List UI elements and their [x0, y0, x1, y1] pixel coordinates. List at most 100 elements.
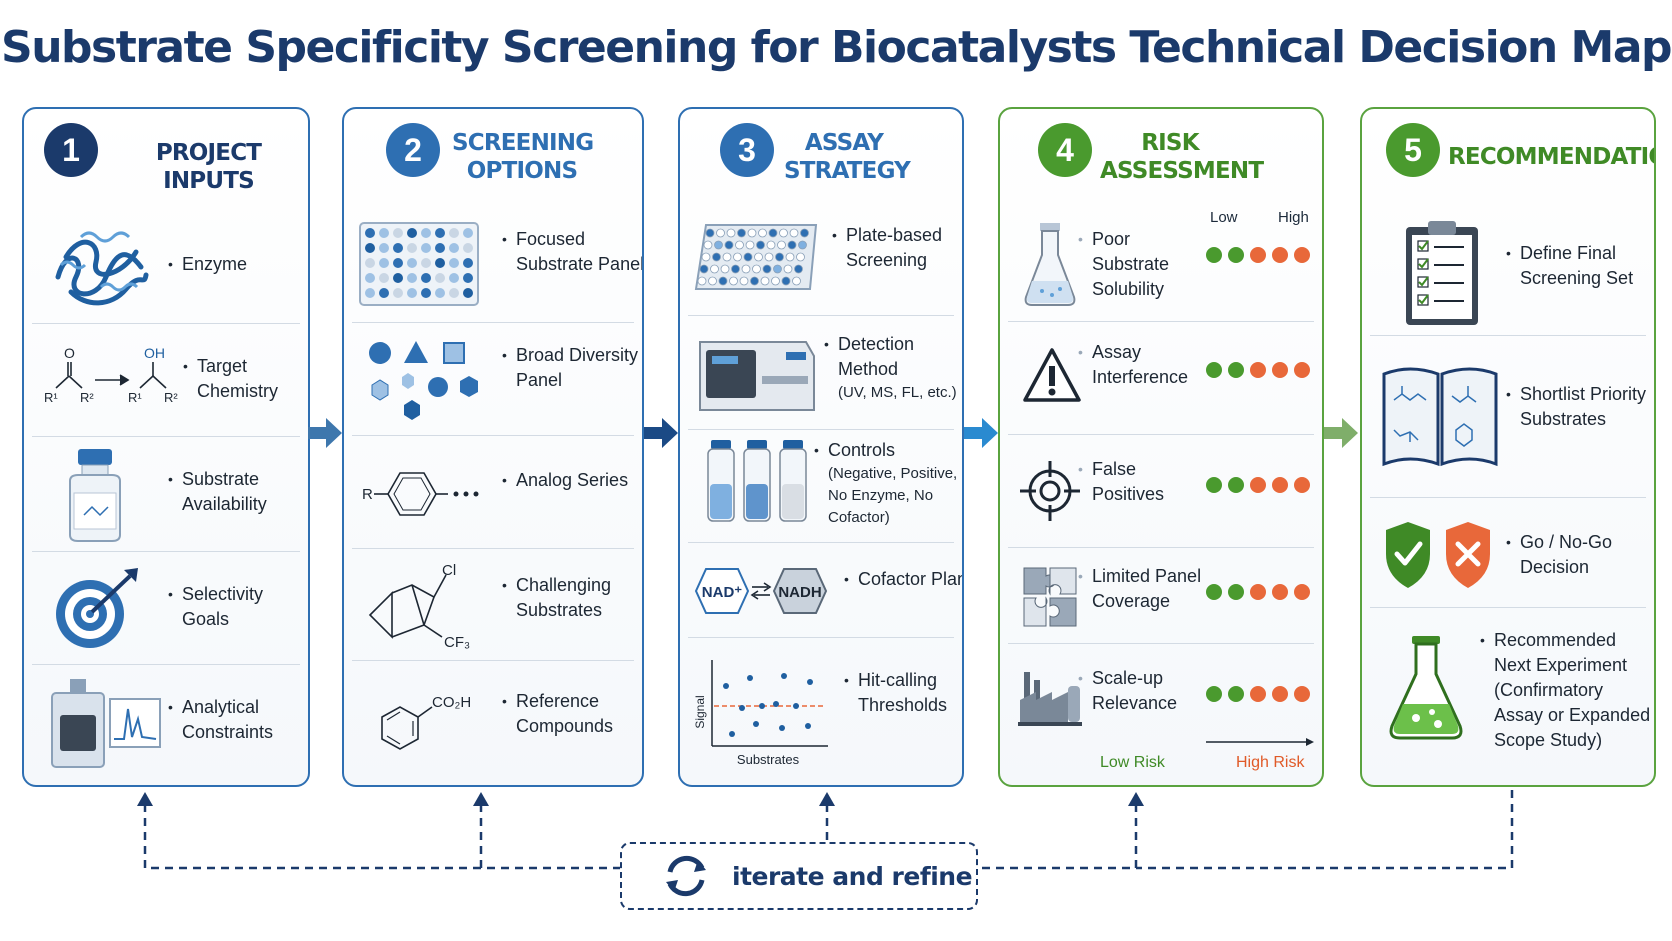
list-item: •Selectivity Goals [32, 552, 300, 665]
clipboard-icon [1406, 221, 1478, 325]
cf3-label: CF₃ [444, 634, 470, 650]
risk-dot [1250, 584, 1266, 600]
r1-label: R¹ [128, 390, 142, 405]
plate-well [789, 228, 799, 238]
item-label: •Define Final Screening Set [1506, 243, 1634, 288]
reaction-icon: O OH R¹ R² R¹ R² [44, 345, 178, 405]
arrow-right-icon [308, 418, 342, 448]
plate-well [701, 252, 711, 262]
plate-well [421, 228, 431, 238]
plate-well [703, 240, 713, 250]
plate-well [743, 252, 753, 262]
risk-dots [1206, 247, 1310, 263]
plate-well [435, 228, 445, 238]
plate-well [741, 264, 751, 274]
cofactor-icon: NAD⁺ NADH [694, 568, 828, 614]
arrow-right-icon [964, 418, 998, 448]
plate-well [449, 288, 459, 298]
panel-risk-assessment: 4 RISK ASSESSMENT Low High •Poor Substra… [998, 107, 1324, 787]
plate-well [766, 240, 776, 250]
plate-well [365, 288, 375, 298]
enzyme-icon [55, 231, 149, 306]
plate-well [773, 264, 782, 274]
plate-well [756, 240, 765, 250]
panel-title: ASSAY STRATEGY [784, 130, 911, 184]
item-sublabel: (UV, MS, FL, etc.) [838, 384, 957, 401]
item-label: •Broad Diversity Panel [502, 345, 639, 390]
plate-well [379, 228, 389, 238]
list-item: •Broad Diversity Panel [352, 323, 638, 436]
panel-assay-strategy: 3 ASSAY STRATEGY •Plate-based Screening … [678, 107, 964, 787]
step-badge: 4 [1038, 123, 1092, 177]
plate-well [787, 240, 797, 250]
plate-well [421, 288, 431, 298]
plate-well [407, 258, 417, 268]
plate-well [777, 240, 786, 250]
list-item: •Analytical Constraints [32, 665, 300, 785]
plate-well [393, 258, 403, 268]
plate-well [798, 240, 807, 250]
scatter-point [807, 679, 813, 685]
risk-dot [1272, 362, 1288, 378]
item-label: •Selectivity Goals [168, 584, 264, 629]
risk-dot [1206, 362, 1222, 378]
plate-icon [359, 222, 479, 306]
list-item: O OH R¹ R² R¹ R² •Target Chemistry [32, 324, 300, 437]
plate-well [764, 252, 774, 262]
plate-well [792, 276, 801, 286]
item-label: •Cofactor Plan [844, 569, 964, 589]
plate-well [800, 228, 809, 238]
risk-dot [1294, 584, 1310, 600]
risk-dot [1250, 686, 1266, 702]
plate-well [449, 243, 459, 253]
item-label: •Shortlist Priority Substrates [1506, 384, 1647, 429]
plate-well [714, 240, 723, 250]
item-label: •Focused Substrate Panel [502, 229, 644, 274]
vial-cap [747, 440, 767, 449]
analog-icon: R [362, 472, 479, 516]
check-mark [1418, 294, 1429, 305]
plate-well [449, 273, 459, 283]
reader-icon [699, 341, 815, 411]
plate-well [705, 228, 715, 238]
plate-well [365, 258, 375, 268]
risk-dot [1206, 247, 1222, 263]
scatter-point [805, 723, 811, 729]
y-axis-label: Signal [693, 695, 707, 728]
plate-well [752, 264, 761, 274]
r2-label: R² [164, 390, 178, 405]
check-mark [1418, 240, 1429, 251]
high-risk-label: High Risk [1236, 754, 1305, 771]
scatter-point [793, 703, 799, 709]
risk-dot [1206, 477, 1222, 493]
plate-well [771, 276, 780, 286]
list-item: CO₂H •Reference Compounds [352, 661, 634, 785]
risk-dot [1250, 362, 1266, 378]
plate-well [785, 252, 795, 262]
item-label: •Recommended Next Experiment (Confirmato… [1480, 630, 1651, 750]
risk-dot [1228, 584, 1244, 600]
scale-high-label: High [1278, 209, 1309, 226]
risk-dot [1228, 247, 1244, 263]
iterate-refine-box[interactable]: iterate and refine [620, 842, 978, 910]
bottle-icon [69, 449, 121, 542]
plate-well [750, 276, 759, 286]
scatter-point [723, 683, 729, 689]
list-item: •Scale-up Relevance Low Risk High Risk [1008, 644, 1314, 785]
scatter-icon: Signal Substrates [693, 660, 828, 767]
plate-well [393, 288, 403, 298]
panel-title: PROJECT INPUTS [155, 140, 262, 194]
plate-well [708, 276, 717, 286]
checkbox [1417, 240, 1429, 252]
checkbox [1417, 258, 1429, 270]
plate-well [421, 273, 431, 283]
bicyclic-icon: Cl CF₃ [368, 562, 470, 650]
risk-dots [1206, 362, 1310, 378]
vials-icon [707, 440, 807, 522]
risk-dot [1272, 584, 1288, 600]
risk-dot [1294, 477, 1310, 493]
risk-dot [1228, 362, 1244, 378]
item-label: •Reference Compounds [502, 691, 614, 736]
plate-well [379, 288, 389, 298]
item-label: •Plate-based Screening [832, 225, 943, 270]
